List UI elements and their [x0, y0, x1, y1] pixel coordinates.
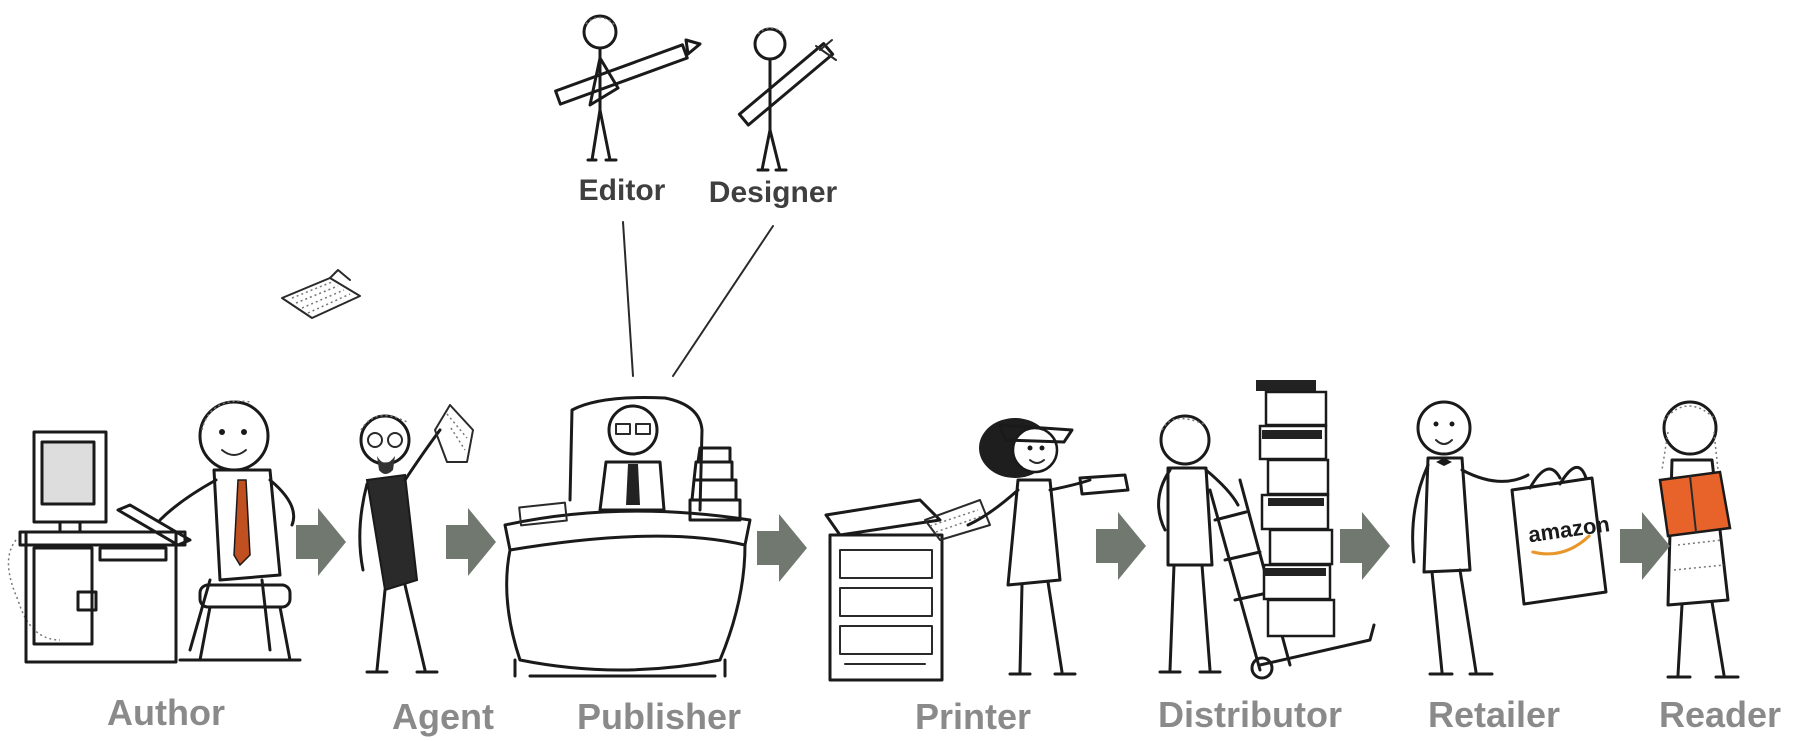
step-label-author: Author — [107, 692, 225, 733]
flying-manuscript-icon — [281, 269, 361, 319]
editor-label: Editor — [578, 174, 666, 207]
arrow-author-agent-icon — [296, 508, 346, 576]
editor-figure-icon — [554, 14, 702, 162]
reader-figure-icon — [1658, 400, 1740, 679]
distributor-figure-icon — [1157, 380, 1376, 680]
flow-arrows — [296, 508, 1670, 582]
arrow-retailer-reader-icon — [1620, 512, 1670, 580]
designer-label: Designer — [708, 176, 838, 209]
step-label-agent: Agent — [392, 696, 494, 737]
step-label-printer: Printer — [914, 696, 1032, 737]
step-label-retailer: Retailer — [1427, 694, 1561, 735]
arrow-distributor-retailer-icon — [1340, 512, 1390, 580]
step-label-reader: Reader — [1658, 694, 1782, 735]
retailer-figure-icon: amazon — [1411, 400, 1611, 676]
editor-connector-line — [622, 221, 634, 377]
author-figure-icon — [7, 400, 302, 664]
step-label-distributor: Distributor — [1158, 694, 1342, 735]
designer-figure-icon — [737, 27, 837, 172]
arrow-printer-distributor-icon — [1096, 512, 1146, 580]
step-label-publisher: Publisher — [576, 696, 742, 737]
arrow-publisher-printer-icon — [757, 514, 807, 582]
publisher-figure-icon — [503, 396, 752, 678]
printer-figure-icon — [824, 418, 1130, 682]
designer-connector-line — [672, 225, 774, 377]
arrow-agent-publisher-icon — [446, 508, 496, 576]
agent-figure-icon — [358, 404, 474, 674]
